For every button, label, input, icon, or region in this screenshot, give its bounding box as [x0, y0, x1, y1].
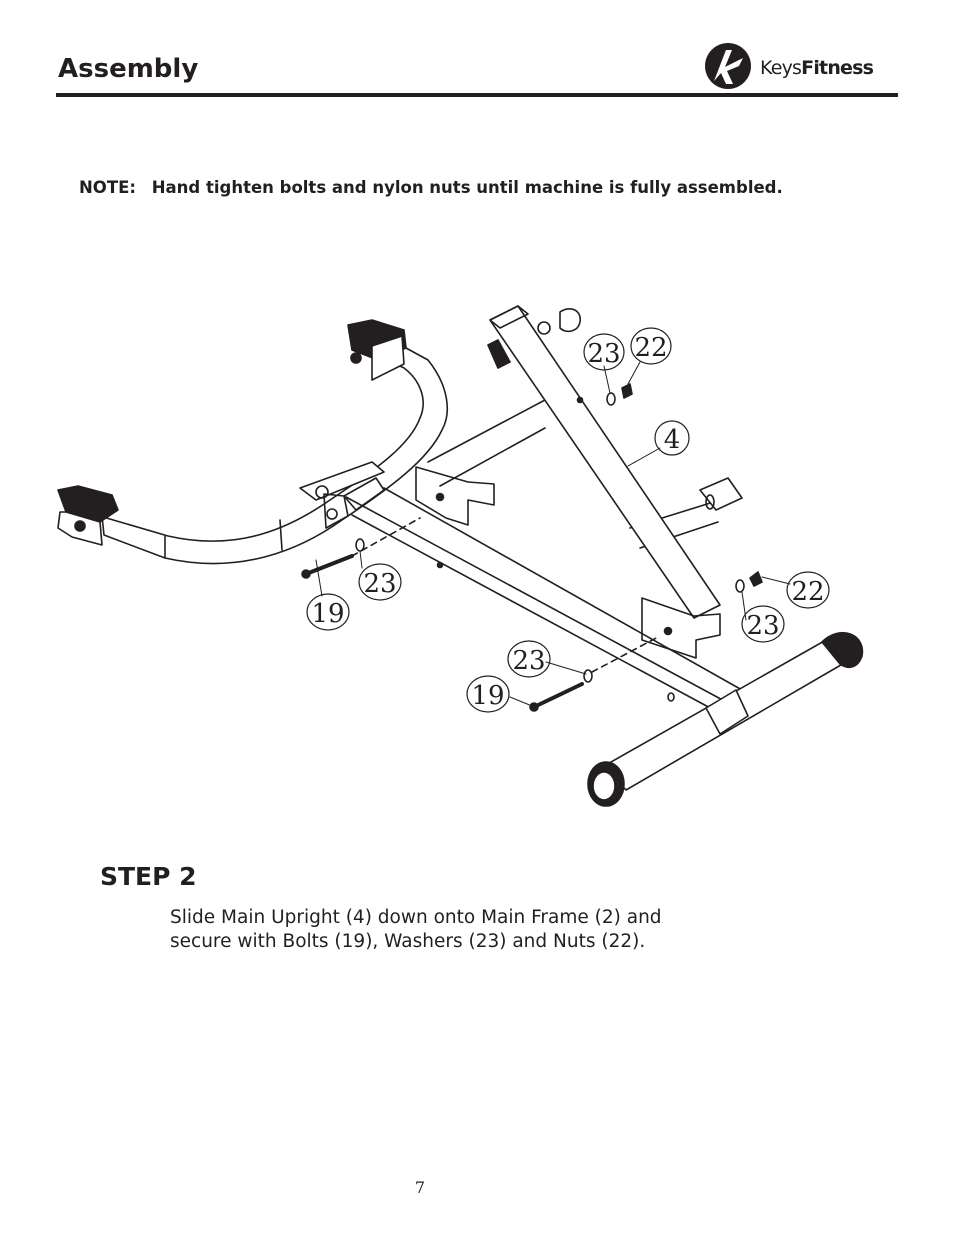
page-title: Assembly	[58, 54, 199, 84]
instruction-line: Slide Main Upright (4) down onto Main Fr…	[170, 907, 662, 928]
end-cap-upper	[347, 319, 407, 381]
rear-stabilizer	[587, 631, 864, 807]
callout-upright-4: 4	[664, 425, 681, 455]
lower-bracket	[641, 597, 721, 659]
keysfitness-logo-icon	[705, 43, 751, 89]
hardware	[301, 383, 763, 712]
callout-bolt-19-left: 19	[311, 599, 344, 629]
callout-nut-22-right: 22	[791, 577, 824, 607]
callout-washer-23-top: 23	[587, 339, 620, 369]
note-text: Hand tighten bolts and nylon nuts until …	[151, 178, 783, 197]
callout-washer-23-left: 23	[363, 569, 396, 599]
logo-wordmark: KeysFitness	[760, 57, 874, 79]
note-label: NOTE:	[79, 178, 136, 197]
end-cap-left	[57, 485, 119, 546]
callout-circles	[306, 327, 830, 713]
page-number: 7	[414, 1178, 426, 1197]
callout-bolt-19-bottom: 19	[471, 681, 504, 711]
instruction-line: secure with Bolts (19), Washers (23) and…	[170, 931, 646, 952]
callout-nut-22-top: 22	[634, 333, 667, 363]
assembly-note: NOTE: Hand tighten bolts and nylon nuts …	[79, 178, 783, 197]
main-frame-rail	[299, 461, 743, 711]
main-upright	[487, 305, 721, 619]
keysfitness-logo: KeysFitness	[703, 40, 899, 92]
callout-washer-23-bottom: 23	[512, 646, 545, 676]
upper-bracket	[415, 466, 495, 526]
step-title: STEP 2	[100, 862, 197, 891]
rear-tube-end	[699, 477, 743, 511]
step-instruction: Slide Main Upright (4) down onto Main Fr…	[170, 906, 790, 954]
header-rule	[56, 93, 898, 97]
assembly-diagram: 23 22 4 23 19 22 23 23 19	[57, 305, 864, 807]
callout-washer-23-right: 23	[746, 611, 779, 641]
